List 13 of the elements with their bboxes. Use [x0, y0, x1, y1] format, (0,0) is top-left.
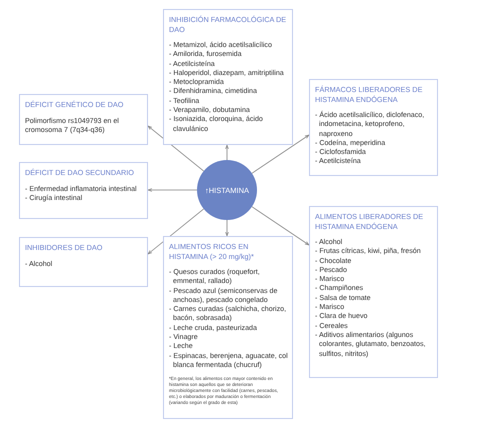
arrow: [225, 144, 229, 160]
arrow: [225, 220, 229, 236]
arrow: [252, 206, 310, 246]
arrow: [252, 134, 310, 174]
arrow: [148, 188, 198, 192]
info-box: [163, 236, 293, 419]
info-box: [309, 79, 438, 176]
info-box: [309, 206, 438, 378]
info-box: [19, 237, 148, 287]
info-box: [19, 94, 148, 145]
arrow: [148, 208, 204, 254]
info-box: [163, 9, 293, 145]
info-box: [19, 162, 148, 219]
